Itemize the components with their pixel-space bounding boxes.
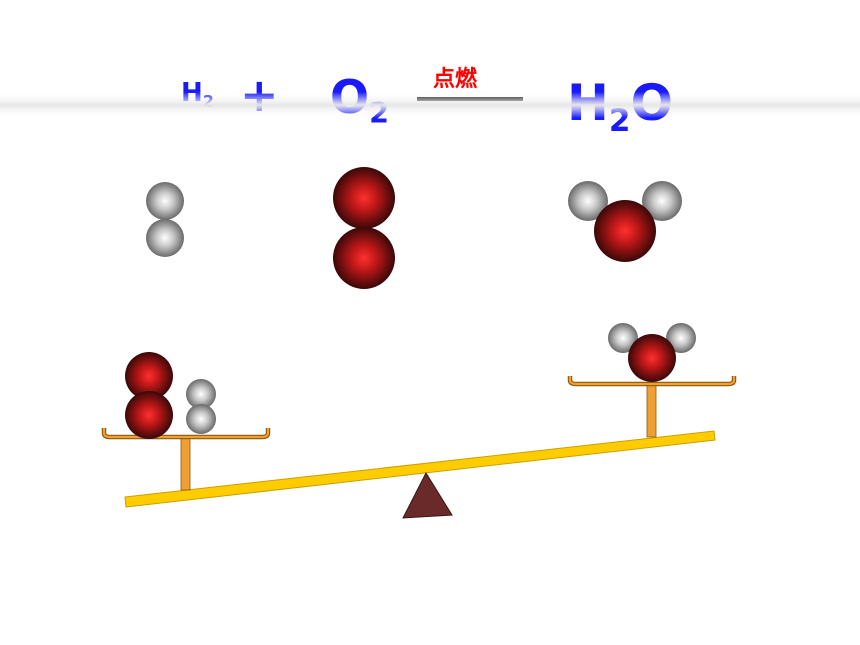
- hydrogen-atom: [666, 323, 696, 353]
- reaction-condition: 点燃: [433, 67, 478, 92]
- right-pan: [568, 376, 736, 386]
- oxygen-atom: [125, 352, 173, 400]
- right-pan-post: [646, 382, 657, 438]
- oxygen-atom: [594, 200, 656, 262]
- oxygen-molecule: [333, 167, 395, 289]
- oxygen-atom: [333, 167, 395, 229]
- fulcrum: [402, 471, 453, 519]
- hydrogen-atom: [186, 379, 216, 409]
- hydrogen-atom: [642, 181, 682, 221]
- right-pan-water-molecule: [608, 323, 696, 382]
- seesaw: [101, 376, 737, 519]
- oxygen-atom: [125, 391, 173, 439]
- hydrogen-molecule: [146, 182, 184, 257]
- left-pan: [102, 428, 270, 439]
- hydrogen-atom: [146, 219, 184, 257]
- hydrogen-atom: [608, 323, 638, 353]
- background-band: [0, 92, 860, 118]
- hydrogen-atom: [186, 404, 216, 434]
- oxygen-atom: [628, 334, 676, 382]
- hydrogen-atom: [146, 182, 184, 220]
- left-pan-post: [180, 436, 191, 491]
- left-pan-oxygen-molecule: [125, 352, 173, 439]
- left-pan-outline: [101, 428, 271, 440]
- seesaw-beam: [124, 430, 716, 508]
- oxygen-atom: [333, 227, 395, 289]
- left-pan-hydrogen-molecule: [186, 379, 216, 434]
- hydrogen-atom: [568, 181, 608, 221]
- water-molecule: [568, 181, 682, 262]
